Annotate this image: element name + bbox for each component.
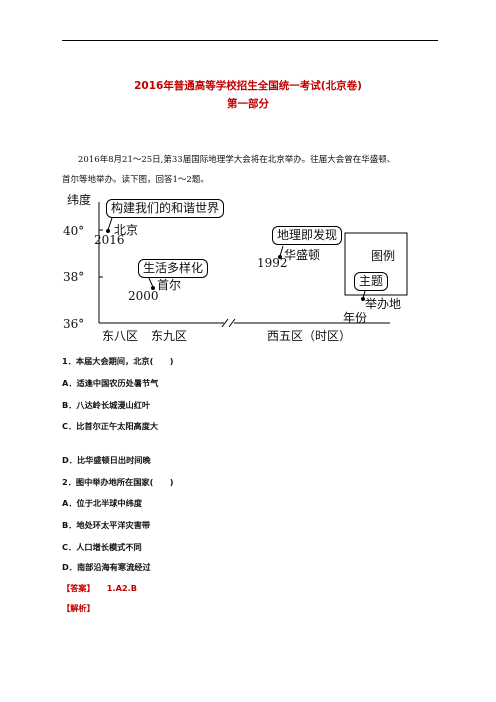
figure-axes — [98, 202, 408, 328]
y-axis-label: 纬度 — [67, 193, 92, 207]
figure: 纬度 40° 38° 36° 东八区 东九区 西五区（时区） 构建我们的和谐世界… — [62, 190, 422, 350]
answer-line: 【答案】 1.A2.B — [62, 582, 137, 594]
y-tick-label-40: 40° — [63, 224, 85, 238]
x-tick-label-utc9: 东九区 — [151, 329, 188, 343]
theme-box-beijing: 构建我们的和谐世界 — [106, 199, 225, 218]
analysis-label: 【解析】 — [62, 603, 95, 613]
answer-value: 1.A2.B — [106, 583, 137, 593]
question-1-option-a: A．适逢中国农历处暑节气 — [62, 378, 159, 388]
legend-title: 图例 — [371, 249, 396, 263]
axis-break-mark-1 — [221, 318, 229, 328]
question-2-option-a: A．位于北半球中纬度 — [62, 498, 143, 508]
theme-box-washington: 地理即发现 — [272, 226, 343, 245]
beijing-pointer — [107, 217, 113, 231]
washington-point — [278, 255, 282, 259]
washington-pointer — [279, 245, 284, 257]
legend-frame — [344, 232, 408, 296]
legend-year: 年份 — [343, 311, 368, 325]
seoul-point — [151, 286, 155, 290]
header-rule — [62, 40, 438, 41]
question-1-option-b: B．八达岭长城漫山红叶 — [62, 400, 151, 410]
year-washington: 1992 — [257, 256, 288, 270]
city-beijing: 北京 — [114, 223, 139, 237]
y-tick-label-38: 38° — [63, 270, 85, 284]
beijing-point — [106, 229, 110, 233]
year-beijing: 2016 — [94, 233, 125, 247]
x-tick-label-utc8: 东八区 — [102, 329, 139, 343]
part-title: 第一部分 — [227, 98, 269, 110]
intro-text-1: 2016年8月21～25日,第33届国际地理学大会将在北京举办。往届大会曾在华盛… — [78, 155, 396, 165]
intro-line-1: 2016年8月21～25日,第33届国际地理学大会将在北京举办。往届大会曾在华盛… — [62, 150, 442, 170]
city-seoul: 首尔 — [157, 278, 182, 292]
answer-label: 【答案】 — [62, 583, 95, 593]
legend-point — [361, 297, 365, 301]
intro-line-2: 首尔等地举办。读下图，回答1～2题。 — [62, 175, 209, 185]
question-1-option-d: D．比华盛顿日出时间晚 — [62, 455, 151, 465]
question-1-stem: 1．本届大会期间，北京( ) — [62, 356, 174, 366]
city-washington: 华盛顿 — [284, 248, 321, 262]
question-2-stem: 2．图中举办地所在国家( ) — [62, 477, 174, 487]
x-tick-label-utc-5: 西五区（时区） — [267, 329, 352, 343]
question-1-option-c: C．比首尔正午太阳高度大 — [62, 421, 159, 431]
legend-theme-box: 主题 — [354, 272, 389, 291]
axis-break-mark-2 — [228, 318, 236, 328]
exam-title: 2016年普通高等学校招生全国统一考试(北京卷) — [134, 80, 362, 92]
question-2-option-b: B．地处环太平洋灾害带 — [62, 520, 151, 530]
y-tick-label-36: 36° — [63, 317, 85, 331]
theme-box-seoul: 生活多样化 — [138, 259, 209, 278]
year-seoul: 2000 — [128, 289, 159, 303]
question-2-option-c: C．人口增长模式不同 — [62, 542, 142, 552]
question-2-option-d: D．南部沿海有寒流经过 — [62, 562, 151, 572]
legend-place: 举办地 — [365, 297, 402, 311]
